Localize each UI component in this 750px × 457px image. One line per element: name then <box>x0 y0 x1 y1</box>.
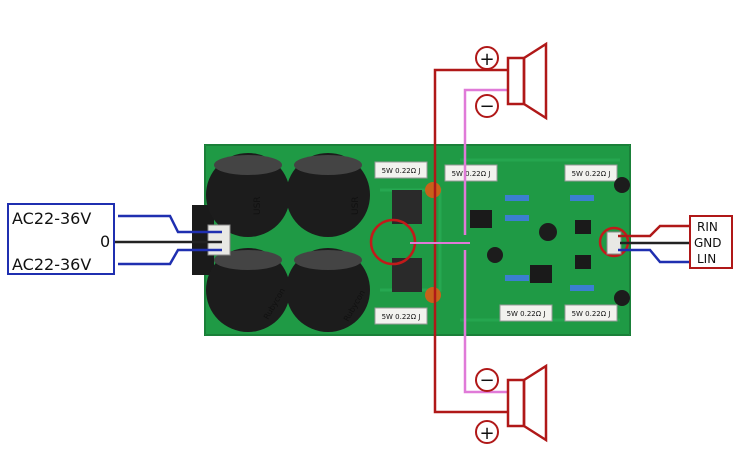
svg-text:5W 0.22Ω J: 5W 0.22Ω J <box>382 313 421 321</box>
negative-terminal-icon <box>475 368 499 392</box>
signal-input-wires <box>618 224 690 264</box>
svg-text:5W 0.22Ω J: 5W 0.22Ω J <box>572 170 611 178</box>
ac-input-label: AC22-36V <box>12 255 91 274</box>
right-input-label: RIN <box>697 220 718 234</box>
small-capacitor <box>614 177 630 193</box>
ac-input-label-box: AC22-36V 0 AC22-36V <box>7 203 115 275</box>
resistor: 5W 0.22Ω J <box>444 164 498 182</box>
capacitor: USR <box>286 153 370 237</box>
resistor: 5W 0.22Ω J <box>564 164 618 182</box>
resistor: 5W 0.22Ω J <box>374 161 428 179</box>
small-capacitor <box>614 290 630 306</box>
components <box>392 177 630 306</box>
capacitor: Rubycon <box>286 248 370 332</box>
resistor: 5W 0.22Ω J <box>499 304 553 322</box>
inductor <box>425 287 441 303</box>
speaker-top: + − <box>475 41 548 121</box>
speaker-wires <box>410 68 508 414</box>
speaker-bottom-negative: − <box>479 370 494 391</box>
ac-input-label: AC22-36V <box>12 209 91 228</box>
transistor <box>470 210 492 228</box>
ground-signal-label: GND <box>694 236 722 250</box>
speaker-bottom-positive: + <box>479 423 494 444</box>
resistor: 5W 0.22Ω J <box>374 307 428 325</box>
small-capacitor <box>487 247 503 263</box>
inductor <box>425 182 441 198</box>
left-input-label: LIN <box>697 252 716 266</box>
relay <box>392 190 422 224</box>
transistor <box>575 220 591 234</box>
capacitor-label: USR <box>351 196 361 215</box>
transistor <box>530 265 552 283</box>
svg-text:5W 0.22Ω J: 5W 0.22Ω J <box>572 310 611 318</box>
capacitor: Rubycon <box>206 248 290 332</box>
transistor <box>575 255 591 269</box>
filter-capacitors: USR USR Rubycon Rubycon <box>206 153 370 332</box>
heatsink <box>192 205 214 275</box>
ground-input-label: 0 <box>100 232 110 251</box>
power-resistors: 5W 0.22Ω J 5W 0.22Ω J 5W 0.22Ω J 5W 0.22… <box>374 161 618 325</box>
resistor: 5W 0.22Ω J <box>564 304 618 322</box>
positive-terminal-icon <box>475 46 499 70</box>
capacitor-label: USR <box>253 196 263 215</box>
speaker-bottom: − + <box>475 363 548 444</box>
negative-terminal-icon <box>475 94 499 118</box>
positive-terminal-icon <box>475 420 499 444</box>
ac-input-wires <box>113 214 222 266</box>
svg-text:5W 0.22Ω J: 5W 0.22Ω J <box>452 170 491 178</box>
svg-text:5W 0.22Ω J: 5W 0.22Ω J <box>507 310 546 318</box>
signal-label-box: RIN GND LIN <box>689 215 733 269</box>
svg-text:5W 0.22Ω J: 5W 0.22Ω J <box>382 167 421 175</box>
speaker-top-negative: − <box>479 96 494 117</box>
speaker-top-positive: + <box>479 49 494 70</box>
small-capacitor <box>539 223 557 241</box>
capacitor: USR <box>206 153 290 237</box>
